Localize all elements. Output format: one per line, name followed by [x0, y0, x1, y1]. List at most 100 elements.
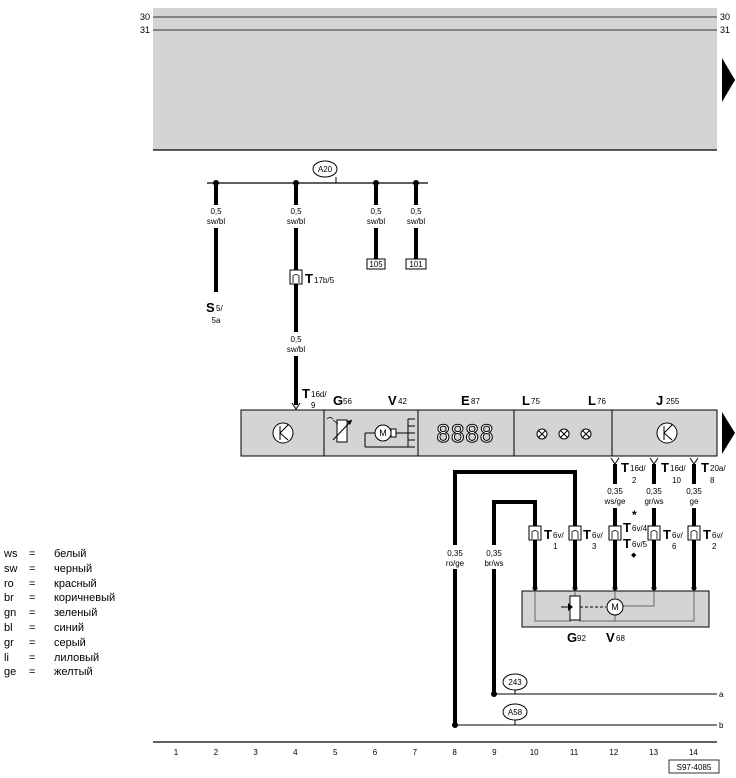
legend-eq: = [29, 621, 36, 634]
rc3-bottom: 8 [710, 476, 715, 485]
t16d9-sub: 16d/ [311, 390, 327, 399]
continuation-arrow-top [722, 58, 735, 102]
legend-row: br = коричневый [4, 591, 115, 606]
legend-name: белый [54, 548, 87, 560]
rw5-color: br/ws [484, 559, 503, 568]
t6v1-main: T [544, 527, 552, 542]
t6v4-main: T [623, 520, 631, 535]
fuse-s5-main: S [206, 300, 215, 315]
rw5-gauge: 0,35 [486, 549, 502, 558]
g92-sub: 92 [577, 634, 586, 643]
wire1-color: sw/bl [207, 217, 225, 226]
gauge-icon-j255 [656, 422, 678, 444]
t6v1-bottom: 1 [553, 542, 558, 551]
column-label-12: 12 [609, 748, 618, 757]
wire4-gauge: 0,5 [410, 207, 422, 216]
wire4-color: sw/bl [407, 217, 425, 226]
wire3-color: sw/bl [367, 217, 385, 226]
top-panel [153, 8, 717, 150]
legend-eq: = [29, 607, 36, 620]
ref-101-label: 101 [409, 260, 423, 269]
legend-eq: = [29, 592, 36, 605]
rail-30-label-right: 30 [720, 12, 730, 22]
connector-243-label: 243 [508, 678, 522, 687]
display-e87: 8888 [436, 420, 494, 448]
g92-main: G [567, 630, 577, 645]
t6v2-main: T [703, 527, 711, 542]
connector-a58-label: A58 [508, 708, 523, 717]
legend-code: sw [4, 562, 18, 575]
legend-code: ws [4, 548, 18, 560]
rw2-gauge: 0,35 [646, 487, 662, 496]
legend-name: зеленый [54, 607, 98, 620]
g56-main: G [333, 393, 343, 408]
lamp-icons [536, 428, 592, 440]
column-label-2: 2 [214, 748, 219, 757]
t17-sub: 17b/5 [314, 276, 335, 285]
rail-30-label-left: 30 [140, 12, 150, 22]
wire-br-ws [492, 500, 537, 694]
column-label-3: 3 [253, 748, 258, 757]
rc3-sub: 20a/ [710, 464, 726, 473]
l76-sub: 76 [597, 397, 606, 406]
rc2-sub: 16d/ [670, 464, 686, 473]
column-label-9: 9 [492, 748, 497, 757]
rc1-sub: 16d/ [630, 464, 646, 473]
legend-code: br [4, 592, 14, 605]
t6v3-main: T [583, 527, 591, 542]
legend-code: gr [4, 636, 14, 649]
motor-v68-icon [606, 598, 624, 616]
column-label-10: 10 [530, 748, 539, 757]
t16d9-main: T [302, 386, 310, 401]
t6v6-bottom: 6 [672, 542, 677, 551]
rc2-bottom: 10 [672, 476, 681, 485]
ref-box-101 [405, 258, 427, 270]
rail-31-label-left: 31 [140, 25, 150, 35]
legend-name: черный [54, 562, 93, 575]
g92-v68-internal [534, 591, 695, 622]
continuation-arrow-cluster [722, 412, 735, 454]
rw1-gauge: 0,35 [607, 487, 623, 496]
j255-main: J [656, 393, 663, 408]
legend-eq: = [29, 577, 36, 590]
legend-eq: = [29, 666, 36, 679]
v68-main: V [606, 630, 615, 645]
g56-sub: 56 [343, 397, 352, 406]
legend-name: серый [54, 636, 86, 649]
gauge-icon-left [272, 422, 294, 444]
wire2-color: sw/bl [287, 217, 305, 226]
wire-ro-ge [453, 470, 577, 725]
l75-main: L [522, 393, 530, 408]
rw3-gauge: 0,35 [686, 487, 702, 496]
ref-box-105 [366, 258, 386, 270]
legend-name: лиловый [54, 651, 100, 664]
t6v2-sub: 6v/ [712, 531, 723, 540]
connector-a20-label: A20 [318, 165, 333, 174]
t16d9-bottom: 9 [311, 401, 316, 410]
wire2-gauge: 0,5 [290, 207, 302, 216]
legend-row: gr=серый [4, 636, 115, 651]
connector-t17b [289, 269, 303, 285]
t6v2-bottom: 2 [712, 542, 717, 551]
column-label-1: 1 [174, 748, 179, 757]
t6v6-main: T [663, 527, 671, 542]
t6v-star: * [632, 508, 637, 522]
legend-eq: = [29, 651, 36, 664]
figure-code-box [668, 759, 720, 774]
legend-code: gn [4, 607, 17, 620]
t6v5-sub: 6v/5 [632, 540, 648, 549]
ground-b-label: b [719, 721, 724, 730]
legend-name: желтый [54, 666, 93, 679]
rc1-main: T [621, 460, 629, 475]
connector-a20 [312, 160, 338, 178]
column-label-13: 13 [649, 748, 658, 757]
legend-name: синий [54, 621, 85, 634]
legend-code: li [4, 651, 9, 664]
t6v3-bottom: 3 [592, 542, 597, 551]
legend-eq: = [29, 562, 36, 575]
legend-name: коричневый [54, 592, 116, 605]
wire5-color: sw/bl [287, 345, 305, 354]
t6v4-sub: 6v/4 [632, 524, 648, 533]
ref-105-label: 105 [369, 260, 383, 269]
